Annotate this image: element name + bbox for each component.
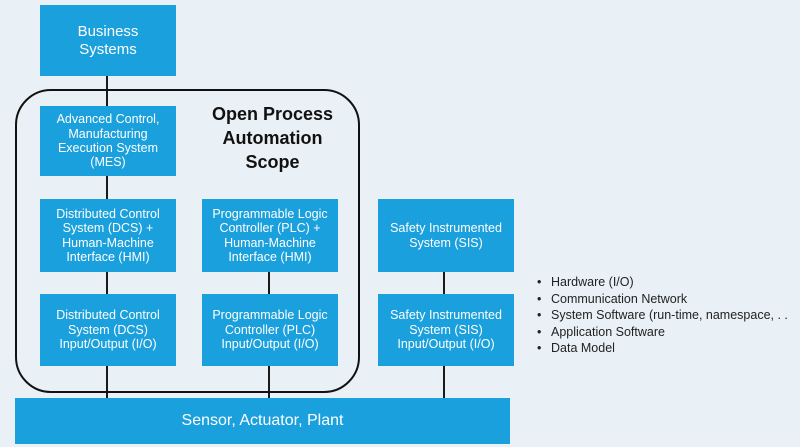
connector-business-mes	[106, 76, 108, 106]
dcs-io-box: Distributed Control System (DCS) Input/O…	[40, 294, 176, 366]
bullet-data-model: Data Model	[537, 340, 788, 357]
bullet-hardware: Hardware (I/O)	[537, 274, 788, 291]
connector-dcs-io-plant	[106, 366, 108, 398]
sis-box: Safety Instrumented System (SIS)	[378, 199, 514, 272]
plc-hmi-box: Programmable Logic Controller (PLC) + Hu…	[202, 199, 338, 272]
bullet-application-software: Application Software	[537, 324, 788, 341]
connector-sis-io-plant	[443, 366, 445, 398]
open-process-automation-scope-outline	[15, 89, 360, 393]
bullet-communication-network: Communication Network	[537, 291, 788, 308]
business-systems-box: Business Systems	[40, 5, 176, 76]
plc-io-box: Programmable Logic Controller (PLC) Inpu…	[202, 294, 338, 366]
scope-label: Open Process Automation Scope	[211, 104, 334, 172]
bullet-system-software: System Software (run-time, namespace, . …	[537, 307, 788, 324]
connector-plc-hmi-plc-io	[268, 272, 270, 294]
mes-box: Advanced Control, Manufacturing Executio…	[40, 106, 176, 176]
sis-io-box: Safety Instrumented System (SIS) Input/O…	[378, 294, 514, 366]
connector-plc-io-plant	[268, 366, 270, 398]
sensor-actuator-plant-bar: Sensor, Actuator, Plant	[15, 398, 510, 444]
dcs-hmi-box: Distributed Control System (DCS) + Human…	[40, 199, 176, 272]
layer-bullet-list: Hardware (I/O) Communication Network Sys…	[537, 274, 788, 357]
connector-mes-dcs-hmi	[106, 176, 108, 199]
connector-dcs-hmi-dcs-io	[106, 272, 108, 294]
connector-sis-sis-io	[443, 272, 445, 294]
